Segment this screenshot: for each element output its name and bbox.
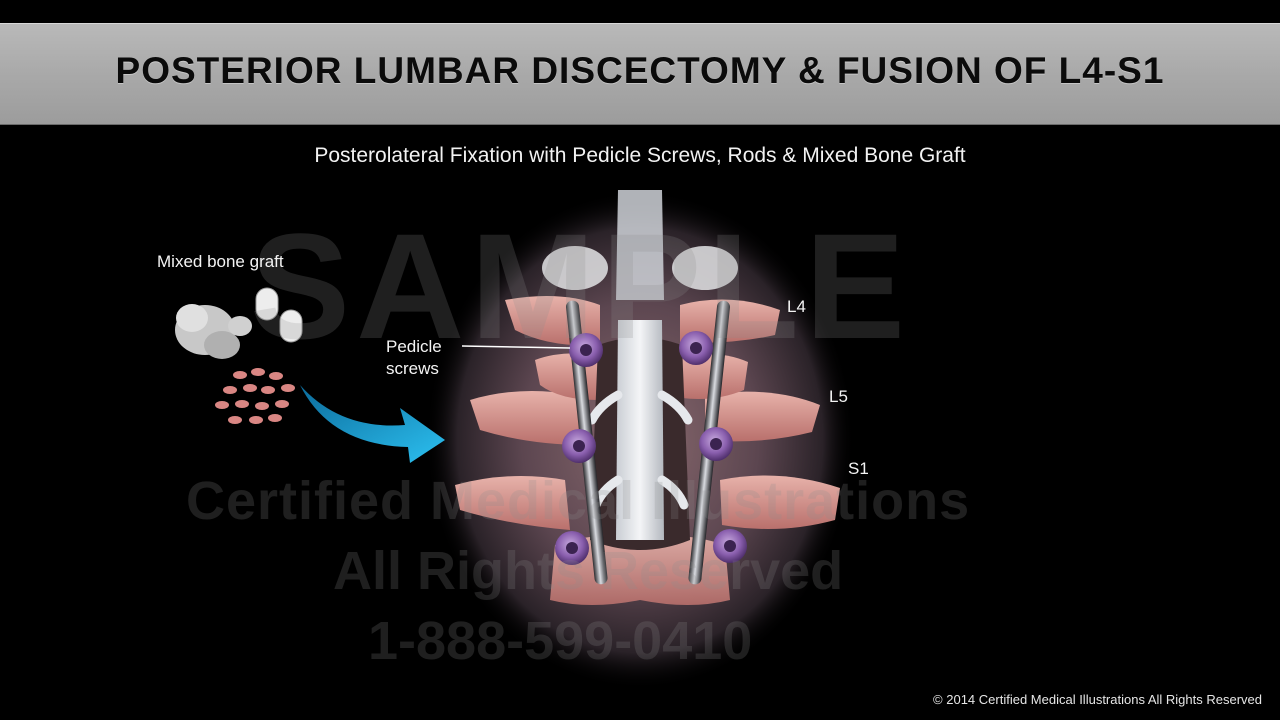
label-s1: S1 (848, 459, 869, 478)
bone-graft-cloud (175, 304, 252, 359)
bone-graft-chips (215, 368, 295, 424)
pedicle-leader-line (461, 345, 571, 349)
label-l5: L5 (829, 387, 848, 406)
bone-graft-pellets (255, 287, 303, 343)
label-pedicle-line2: screws (386, 359, 439, 378)
facet-joint-right (672, 246, 738, 290)
subtitle: Posterolateral Fixation with Pedicle Scr… (314, 144, 966, 167)
facet-joint-left (542, 246, 608, 290)
pedicle-screws (555, 331, 747, 565)
label-bone-graft: Mixed bone graft (157, 252, 284, 271)
vertebrae (455, 296, 840, 605)
label-l4: L4 (787, 297, 806, 316)
dural-sac-top (616, 190, 664, 300)
nerve-roots (587, 390, 693, 510)
label-pedicle-line1: Pedicle (386, 337, 442, 356)
page-title: POSTERIOR LUMBAR DISCECTOMY & FUSION OF … (115, 50, 1165, 91)
dural-sac (616, 320, 664, 540)
copyright: © 2014 Certified Medical Illustrations A… (933, 692, 1262, 707)
title-bar: POSTERIOR LUMBAR DISCECTOMY & FUSION OF … (0, 23, 1280, 125)
arrow-icon (300, 385, 445, 463)
